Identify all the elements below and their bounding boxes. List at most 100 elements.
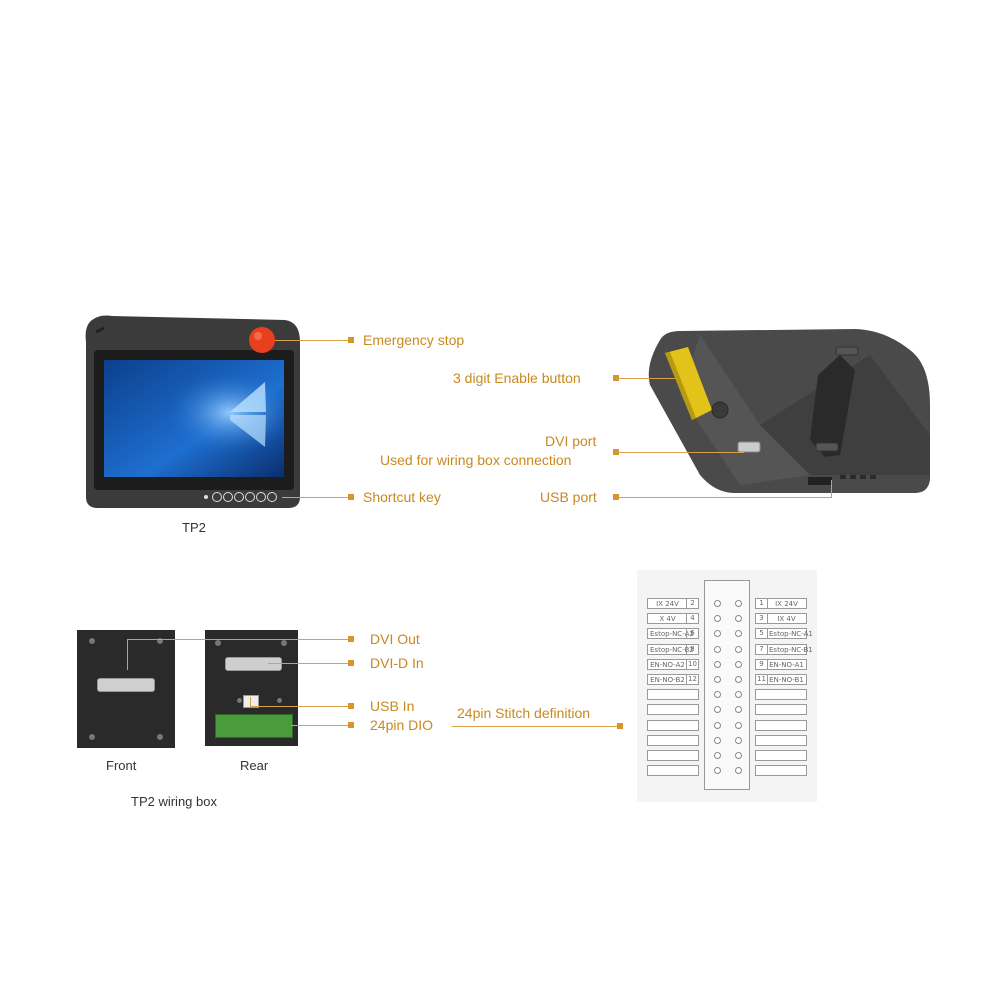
shortcut-key-icon[interactable] [256,492,266,502]
terminal-hole-icon [714,706,721,713]
shortcut-key-icon[interactable] [245,492,255,502]
screw-icon [157,734,163,740]
terminal-hole-icon [735,737,742,744]
pin-number: 6 [686,628,698,639]
enable-leader [616,378,676,379]
shortcut-key-icon[interactable] [223,492,233,502]
dvi-d-in-leader-dot [348,660,354,666]
stitch-definition-label: 24pin Stitch definition [457,705,591,721]
usb-in-label: USB In [370,698,415,714]
pin-cell-left: IX 24V 2 [647,598,699,609]
shortcut-key-icon[interactable] [234,492,244,502]
terminal-hole-icon [735,752,742,759]
pin-signal-name: X 4V [659,615,676,623]
terminal-hole-icon [714,600,721,607]
terminal-hole-icon [735,646,742,653]
terminal-hole-icon [735,615,742,622]
pin-signal-name: IX 24V [656,600,679,608]
screw-icon [277,698,282,703]
wiring-box-caption: TP2 wiring box [131,794,217,809]
pin-signal-name: Estop-NC-B2 [650,646,694,654]
usb-in-leader-vertical [250,697,251,707]
pin-number: 5 [756,628,768,639]
pin-cell-right [755,765,807,776]
tp2-rear-device-image [648,329,930,493]
pin-number: 11 [756,674,768,685]
dvi-out-leader-vertical [127,640,128,670]
dvi-out-connector-icon [97,678,155,692]
pin-number: 10 [686,659,698,670]
pin-signal-name: IX 4V [777,615,796,623]
pin-signal-name: IX 24V [775,600,798,608]
terminal-hole-icon [735,630,742,637]
terminal-hole-icon [735,706,742,713]
pin-cell-right [755,735,807,746]
tp2-caption: TP2 [182,520,206,535]
terminal-hole-icon [735,722,742,729]
screw-icon [157,638,163,644]
screw-icon [281,640,287,646]
dvi-out-leader-dot [348,636,354,642]
usb-leader [616,497,832,498]
screw-icon [89,734,95,740]
terminal-hole-icon [714,767,721,774]
wiring-box-rear [205,630,298,746]
pin-number: 8 [686,644,698,655]
wiring-box-front-caption: Front [106,758,137,773]
pin-signal-name: EN-NO-B2 [650,676,685,684]
wiring-box-front [77,630,175,748]
pin-cell-left [647,689,699,700]
estop-leader-dot [348,337,354,343]
shortcut-key-icon[interactable] [267,492,277,502]
pin-cell-left [647,704,699,715]
terminal-hole-icon [735,600,742,607]
pin-number: 4 [686,613,698,624]
shortcut-indicator-icon [204,495,208,499]
dvi-d-in-label: DVI-D In [370,655,424,671]
usb-in-leader-dot [348,703,354,709]
pin-signal-name: EN-NO-A1 [769,661,804,669]
estop-leader [275,340,350,341]
screw-icon [215,640,221,646]
pin-cell-right [755,704,807,715]
pin-cell-left: X 4V 4 [647,613,699,624]
pin-cell-left [647,735,699,746]
terminal-hole-icon [714,676,721,683]
pin-cell-right: 3 IX 4V [755,613,807,624]
terminal-hole-icon [735,661,742,668]
pin-cell-left [647,765,699,776]
terminal-hole-icon [714,737,721,744]
terminal-hole-icon [714,752,721,759]
terminal-hole-icon [735,676,742,683]
pin-cell-right [755,750,807,761]
dvi-port-description: Used for wiring box connection [380,452,572,468]
terminal-hole-icon [714,661,721,668]
dvi-d-in-connector-icon [225,657,282,671]
pin-cell-left [647,720,699,731]
pin-number: 12 [686,674,698,685]
terminal-hole-icon [714,722,721,729]
pin-number: 2 [686,598,698,609]
terminal-hole-icon [714,630,721,637]
dvi-d-in-leader [268,663,350,664]
pin-signal-name: Estop-NC-B1 [769,646,813,654]
pin-number: 3 [756,613,768,624]
terminal-hole-icon [714,615,721,622]
shortcut-key-icon[interactable] [212,492,222,502]
tp2-device-image [85,315,300,508]
dio-terminal-block-icon [215,714,293,738]
stitch-definition-leader [452,726,620,727]
dio-leader-dot [348,722,354,728]
enable-button-label: 3 digit Enable button [453,370,581,386]
dio-leader [291,725,350,726]
shortcut-leader [282,497,350,498]
pin-cell-right [755,689,807,700]
terminal-hole-icon [735,691,742,698]
